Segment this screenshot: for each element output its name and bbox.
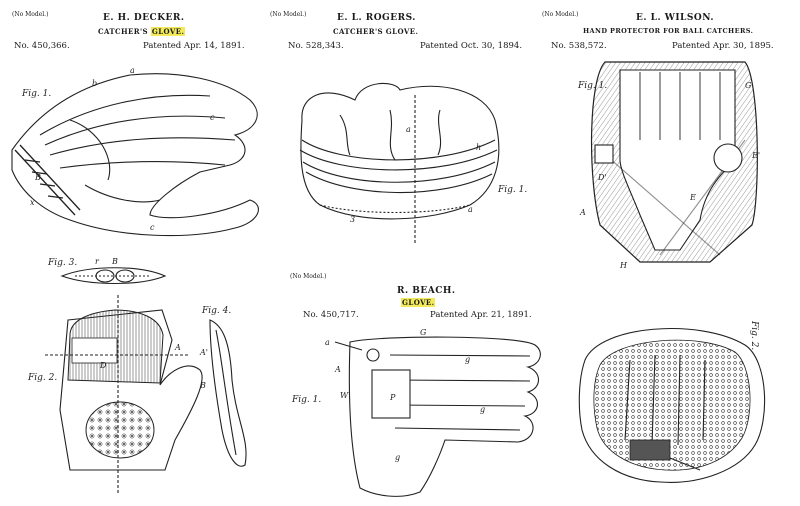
svg-text:r: r — [95, 257, 100, 266]
svg-text:D': D' — [597, 173, 607, 182]
patent-date: Patented Apr. 30, 1895. — [672, 41, 774, 51]
svg-text:a: a — [406, 125, 411, 134]
svg-text:x: x — [30, 198, 35, 207]
rogers-fig1-mitt: Fig. 1. a h a 3 — [299, 82, 527, 245]
svg-text:P: P — [389, 393, 396, 402]
svg-text:G: G — [420, 328, 427, 337]
inventor-name: E. L. WILSON. — [636, 13, 714, 23]
svg-text:A: A — [334, 365, 341, 374]
figure-label: Fig. 1. — [21, 89, 51, 99]
svg-text:a: a — [468, 205, 473, 214]
no-model-label: (No Model.) — [12, 11, 49, 18]
figure-label: Fig. 1. — [497, 185, 527, 195]
figure-label: Fig. 4. — [201, 306, 231, 316]
patent-number: No. 538,572. — [551, 41, 607, 51]
decker-fig2-glove: Fig. 2. D A — [27, 295, 203, 495]
decker-fig1-glove: Fig. 1. a b c c x B — [11, 66, 259, 237]
patent-number: No. 450,717. — [303, 310, 359, 320]
patent-title: HAND PROTECTOR FOR BALL CATCHERS. — [583, 27, 754, 35]
svg-text:B: B — [111, 257, 118, 266]
svg-text:g: g — [480, 405, 485, 414]
patent-title: CATCHER'S GLOVE. — [333, 27, 419, 36]
svg-text:W: W — [340, 391, 349, 400]
inventor-name: E. L. ROGERS. — [337, 13, 416, 23]
patent-number: No. 450,366. — [14, 41, 70, 51]
figure-label: Fig. 3. — [47, 258, 77, 268]
no-model-label: (No Model.) — [270, 11, 307, 18]
svg-text:3: 3 — [350, 215, 355, 224]
svg-text:E': E' — [751, 151, 760, 160]
svg-text:E: E — [689, 193, 696, 202]
inventor-name: R. BEACH. — [397, 286, 456, 296]
svg-text:a: a — [130, 66, 135, 75]
svg-text:h: h — [476, 143, 481, 152]
svg-text:A: A — [174, 343, 181, 352]
svg-text:B: B — [34, 173, 41, 182]
figure-label: Fig. 2. — [749, 320, 759, 350]
svg-text:A': A' — [199, 348, 208, 357]
highlighted-word: GLOVE. — [150, 27, 186, 36]
figure-label: Fig. 1. — [291, 395, 321, 405]
patent-number: No. 528,343. — [288, 41, 344, 51]
patent-title: GLOVE. — [401, 298, 436, 307]
wilson-fig1-protector: Fig. 1. A D' G E' E H — [577, 61, 760, 270]
highlighted-word: GLOVE. — [401, 298, 436, 307]
svg-text:g: g — [395, 453, 400, 462]
figure-label: Fig. 2. — [27, 373, 57, 383]
svg-text:c: c — [150, 223, 155, 232]
svg-text:c: c — [210, 113, 215, 122]
decker-fig3-section: Fig. 3. r B — [47, 257, 167, 284]
figure-label: Fig. 1. — [577, 81, 607, 91]
beach-fig1-glove: Fig. 1. aA W P Gg g g — [291, 328, 541, 497]
no-model-label: (No Model.) — [542, 11, 579, 18]
decker-fig4-side: Fig. 4. A' B — [199, 306, 247, 467]
no-model-label: (No Model.) — [290, 273, 327, 280]
svg-text:a: a — [325, 338, 330, 347]
svg-text:B: B — [199, 381, 206, 390]
patent-date: Patented Oct. 30, 1894. — [420, 41, 523, 51]
inventor-name: E. H. DECKER. — [103, 13, 185, 23]
svg-text:D: D — [99, 361, 107, 370]
wilson-fig2-glove: Fig. 2. — [578, 320, 766, 483]
patent-title: CATCHER'S GLOVE. — [98, 27, 186, 36]
svg-text:H: H — [619, 261, 628, 270]
patent-date: Patented Apr. 21, 1891. — [430, 310, 532, 320]
patent-date: Patented Apr. 14, 1891. — [143, 41, 245, 51]
svg-text:G: G — [745, 81, 752, 90]
svg-text:A: A — [579, 208, 586, 217]
svg-text:b: b — [92, 79, 97, 88]
svg-text:g: g — [465, 355, 470, 364]
